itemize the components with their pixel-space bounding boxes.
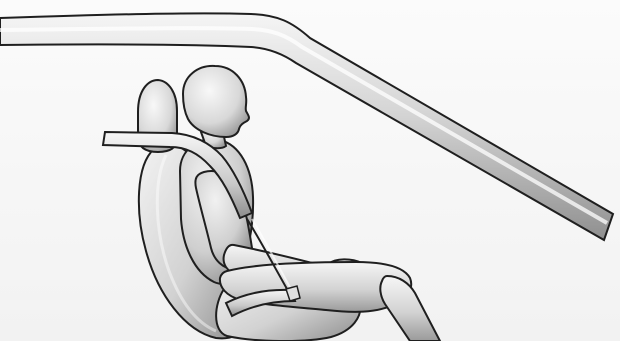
occupant-head	[183, 66, 249, 137]
occupant-lower-leg	[380, 276, 440, 341]
